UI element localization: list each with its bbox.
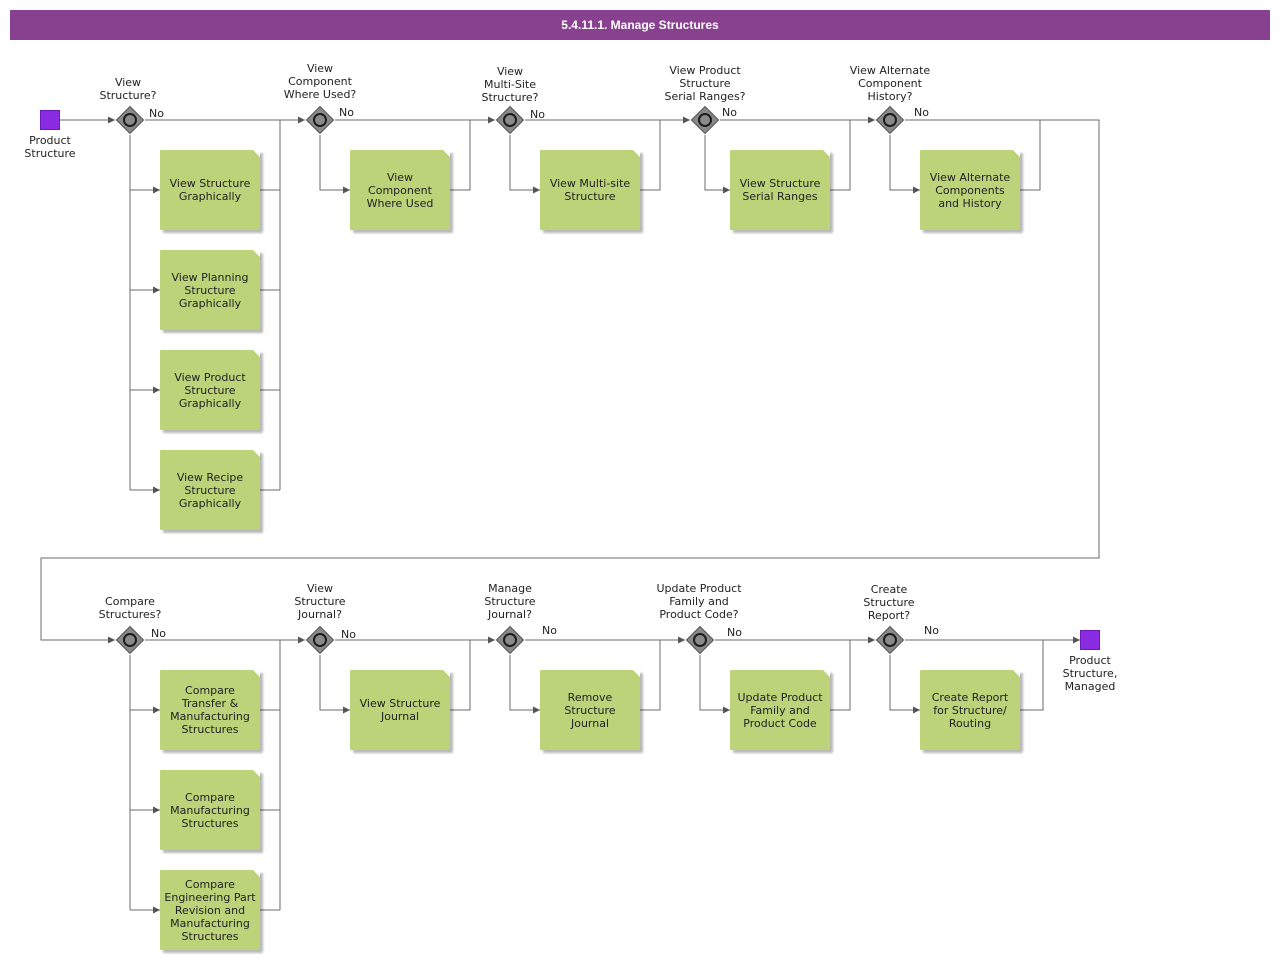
gateway-no-label: No [530, 108, 545, 121]
task-view-structure-graphically[interactable]: View Structure Graphically [160, 150, 260, 230]
gateway-question: View Multi-Site Structure? [481, 65, 539, 104]
gateway-no-label: No [727, 626, 742, 639]
gateway-no-label: No [339, 106, 354, 119]
gateway-no-label: No [914, 106, 929, 119]
gateway-manage-structure-journal[interactable] [495, 625, 525, 655]
task-compare-manufacturing-structures[interactable]: Compare Manufacturing Structures [160, 770, 260, 850]
task-view-structure-serial-ranges[interactable]: View Structure Serial Ranges [730, 150, 830, 230]
task-view-multi-site-structure[interactable]: View Multi-site Structure [540, 150, 640, 230]
gateway-no-label: No [341, 628, 356, 641]
gateway-no-label: No [149, 107, 164, 120]
gateway-question: Create Structure Report? [863, 583, 915, 622]
gateway-update-product-family[interactable] [685, 625, 715, 655]
gateway-question: Compare Structures? [98, 595, 162, 621]
gateway-no-label: No [924, 624, 939, 637]
diagram-title: 5.4.11.1. Manage Structures [10, 10, 1270, 40]
task-update-product-family-code[interactable]: Update Product Family and Product Code [730, 670, 830, 750]
task-view-component-where-used[interactable]: View Component Where Used [350, 150, 450, 230]
task-view-structure-journal[interactable]: View Structure Journal [350, 670, 450, 750]
task-create-report-structure-routing[interactable]: Create Report for Structure/ Routing [920, 670, 1020, 750]
gateway-question: View Alternate Component History? [849, 64, 931, 103]
task-view-alternate-components-history[interactable]: View Alternate Components and History [920, 150, 1020, 230]
task-view-product-structure-graphically[interactable]: View Product Structure Graphically [160, 350, 260, 430]
gateway-view-alternate-component-history[interactable] [875, 105, 905, 135]
gateway-view-multi-site-structure[interactable] [495, 105, 525, 135]
gateway-no-label: No [722, 106, 737, 119]
gateway-create-structure-report[interactable] [875, 625, 905, 655]
start-event[interactable] [40, 110, 60, 130]
task-view-recipe-structure-graphically[interactable]: View Recipe Structure Graphically [160, 450, 260, 530]
gateway-view-structure[interactable] [115, 105, 145, 135]
gateway-question: View Product Structure Serial Ranges? [664, 64, 746, 103]
task-remove-structure-journal[interactable]: Remove Structure Journal [540, 670, 640, 750]
gateway-no-label: No [151, 627, 166, 640]
end-event[interactable] [1080, 630, 1100, 650]
gateway-view-structure-journal[interactable] [305, 625, 335, 655]
gateway-compare-structures[interactable] [115, 625, 145, 655]
task-compare-transfer-manufacturing[interactable]: Compare Transfer & Manufacturing Structu… [160, 670, 260, 750]
gateway-question: View Structure? [99, 76, 157, 102]
gateway-question: Update Product Family and Product Code? [656, 582, 742, 621]
end-event-label: Product Structure, Managed [1062, 654, 1118, 693]
task-compare-engineering-part-revision[interactable]: Compare Engineering Part Revision and Ma… [160, 870, 260, 950]
gateway-view-serial-ranges[interactable] [690, 105, 720, 135]
gateway-view-component-where-used[interactable] [305, 105, 335, 135]
task-view-planning-structure-graphically[interactable]: View Planning Structure Graphically [160, 250, 260, 330]
start-event-label: Product Structure [24, 134, 76, 160]
gateway-question: Manage Structure Journal? [484, 582, 536, 621]
gateway-question: View Structure Journal? [294, 582, 346, 621]
gateway-question: View Component Where Used? [283, 62, 357, 101]
gateway-no-label: No [542, 624, 557, 637]
